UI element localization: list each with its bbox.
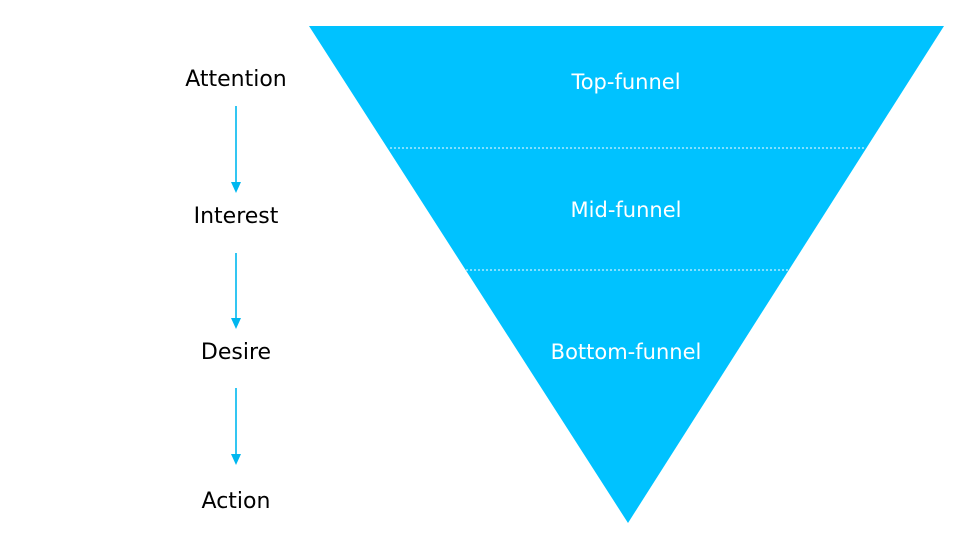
stage-arrows bbox=[231, 106, 241, 465]
arrow-desire-to-action bbox=[231, 388, 241, 465]
stage-label-attention: Attention bbox=[185, 67, 287, 92]
funnel-level-bottom: Bottom-funnel bbox=[551, 340, 702, 364]
funnel-level-mid: Mid-funnel bbox=[571, 198, 682, 222]
arrow-attention-to-interest bbox=[231, 106, 241, 193]
arrow-head bbox=[231, 318, 241, 329]
funnel-level-top: Top-funnel bbox=[570, 70, 680, 94]
arrow-interest-to-desire bbox=[231, 253, 241, 329]
arrow-head bbox=[231, 182, 241, 193]
stage-label-action: Action bbox=[201, 489, 271, 514]
funnel-shape bbox=[309, 26, 944, 523]
stage-label-desire: Desire bbox=[200, 340, 272, 365]
arrow-head bbox=[231, 454, 241, 465]
stage-label-interest: Interest bbox=[193, 204, 279, 229]
